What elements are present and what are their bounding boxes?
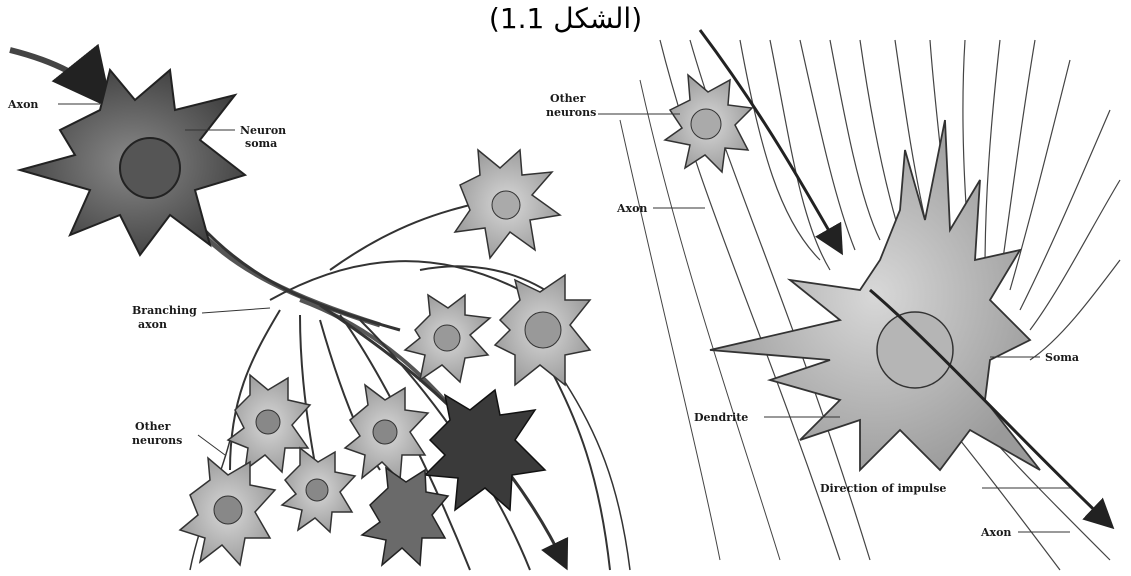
- label-other-neurons-right-line2: neurons: [546, 106, 596, 119]
- label-axon-right-upper: Axon: [616, 202, 647, 215]
- label-branching-axon-line1: Branching: [132, 304, 197, 317]
- left-panel-drawing: [10, 50, 630, 570]
- label-other-neurons-left-line1: Other: [135, 420, 171, 433]
- label-axon-right-lower: Axon: [980, 526, 1011, 539]
- label-neuron-soma-line1: Neuron: [240, 124, 286, 137]
- label-soma: Soma: [1045, 351, 1079, 364]
- label-dendrite: Dendrite: [694, 411, 748, 424]
- label-branching-axon-line2: axon: [138, 318, 167, 331]
- label-neuron-soma-line2: soma: [245, 137, 277, 150]
- label-other-neurons-left-line2: neurons: [132, 434, 182, 447]
- label-direction-of-impulse: Direction of impulse: [820, 482, 946, 495]
- label-axon-left: Axon: [7, 98, 38, 111]
- label-other-neurons-right-line1: Other: [550, 92, 586, 105]
